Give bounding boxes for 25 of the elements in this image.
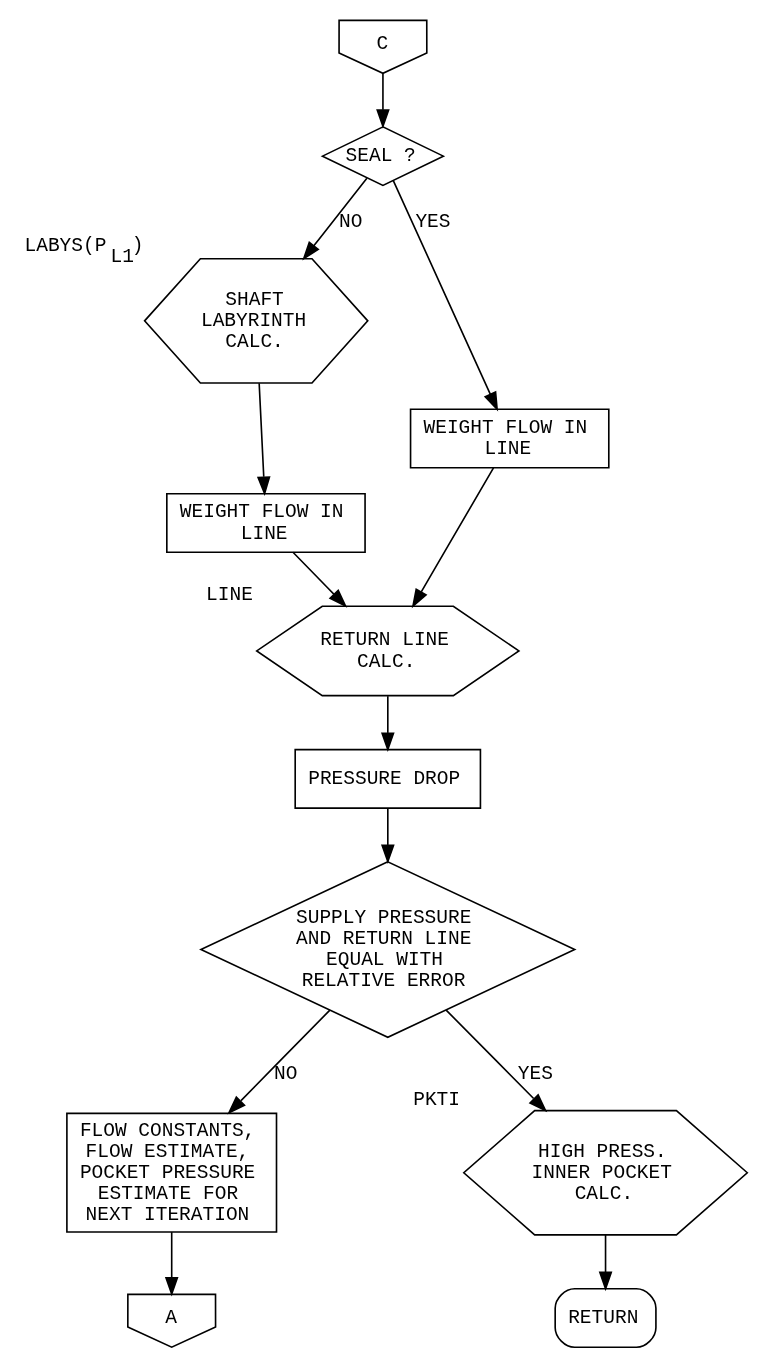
arrow [380,807,395,865]
node-diamond: SEAL ? [320,126,446,187]
arrow [164,1231,179,1297]
node-box: RETURN [554,1287,657,1349]
edge-label: NO [339,210,363,233]
arrow [392,179,499,412]
node-box: FLOW CONSTANTS, FLOW ESTIMATE, POCKET PRESSURE ESTIMATE FOR NEXT ITERATION [66,1112,278,1233]
node-box: WEIGHT FLOW IN LINE [409,408,610,469]
edge-label: YES [517,1062,553,1085]
arrow [380,695,395,752]
arrow [292,551,348,608]
arrow [376,72,390,129]
node-label: LINE [206,584,253,607]
node-diamond: SUPPLY PRESSURE AND RETURN LINE EQUAL WITH RELATIVE ERROR [199,860,577,1039]
arrow [445,1009,548,1113]
node-box: WEIGHT FLOW IN LINE [166,492,366,553]
arrow [302,177,368,261]
arrow [256,382,271,497]
arrow [411,467,495,609]
edge-label: NO [274,1062,298,1085]
node-box: PRESSURE DROP [294,748,482,809]
arrow [227,1009,331,1115]
edge-label: YES [415,210,451,233]
arrow [598,1234,613,1292]
node-label: PKTI [413,1088,460,1111]
